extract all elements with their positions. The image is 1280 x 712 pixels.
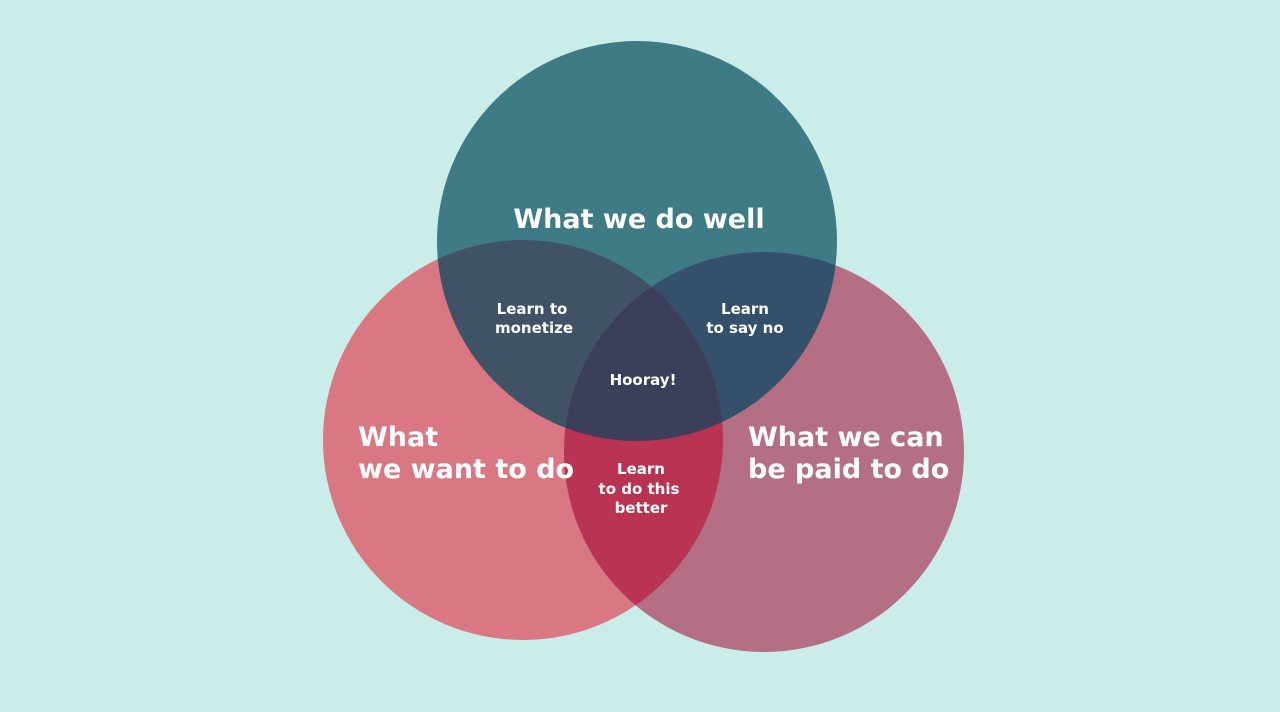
label-what-we-can-be-paid-to-do-line2: be paid to do bbox=[748, 454, 949, 485]
label-learn-to-monetize-line2: monetize bbox=[495, 319, 573, 337]
label-learn-to-do-this-better-line3: better bbox=[615, 499, 668, 517]
label-learn-to-do-this-better-line2: to do this bbox=[599, 480, 680, 498]
label-what-we-do-well: What we do well bbox=[513, 204, 764, 235]
label-what-we-want-to-do-line1: What bbox=[358, 422, 438, 453]
region-hooray bbox=[564, 252, 723, 441]
label-learn-to-monetize-line1: Learn to bbox=[497, 300, 568, 318]
label-learn-to-say-no-line2: to say no bbox=[706, 319, 783, 337]
label-hooray: Hooray! bbox=[610, 371, 677, 389]
label-learn-to-do-this-better-line1: Learn bbox=[617, 460, 665, 478]
label-what-we-want-to-do-line2: we want to do bbox=[358, 454, 574, 485]
label-learn-to-say-no-line1: Learn bbox=[721, 300, 769, 318]
label-what-we-can-be-paid-to-do-line1: What we can bbox=[748, 422, 944, 453]
